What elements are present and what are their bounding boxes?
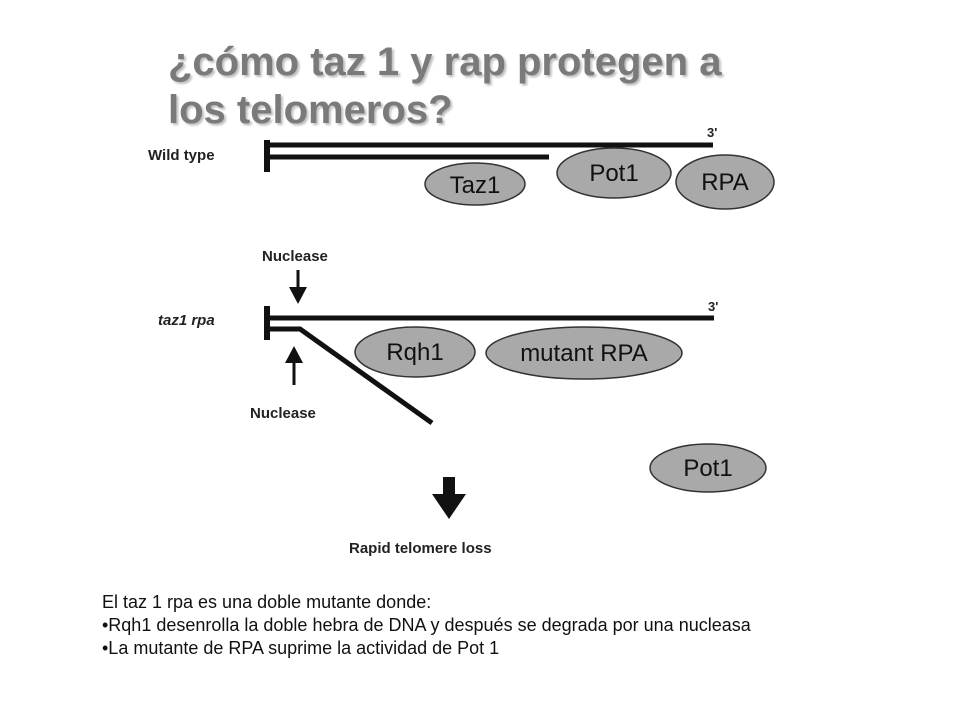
- mutant-rpa-protein: [485, 326, 683, 380]
- rqh1-protein: [354, 326, 476, 378]
- nuclease-label-bottom: Nuclease: [250, 405, 316, 422]
- rpa-protein: [675, 154, 775, 210]
- three-prime-label-mid: 3': [708, 299, 718, 314]
- three-prime-label-top: 3': [707, 125, 717, 140]
- pot1-protein-top: [556, 147, 672, 199]
- nuclease-arrow-bottom-head: [285, 346, 303, 363]
- pot1-protein-free: [649, 443, 767, 493]
- dna-strand-degraded: [267, 326, 434, 426]
- slide-title: ¿cómo taz 1 y rap protegen a los telomer…: [168, 38, 888, 134]
- caption-bullet-1: •Rqh1 desenrolla la doble hebra de DNA y…: [102, 615, 751, 635]
- caption-intro: El taz 1 rpa es una doble mutante donde:: [102, 592, 432, 612]
- rapid-telomere-loss-label: Rapid telomere loss: [349, 540, 492, 557]
- taz1-protein: [424, 162, 526, 206]
- wild-type-label: Wild type: [148, 147, 215, 164]
- rqh1-label: Rqh1: [386, 339, 443, 366]
- nuclease-label-top: Nuclease: [262, 248, 328, 265]
- pot1-label-free: Pot1: [683, 455, 732, 482]
- rpa-label: RPA: [701, 169, 749, 196]
- pot1-label-top: Pot1: [589, 160, 638, 187]
- nuclease-arrow-top-head: [289, 287, 307, 304]
- mutant-rpa-label: mutant RPA: [520, 340, 648, 367]
- taz1-label: Taz1: [450, 172, 501, 199]
- outcome-arrow-head: [432, 494, 466, 519]
- slide-title-line-2: los telomeros?: [168, 88, 453, 132]
- taz1-rpa-label: taz1 rpa: [158, 312, 215, 329]
- slide-title-line-1: ¿cómo taz 1 y rap protegen a: [168, 40, 722, 84]
- caption-text: El taz 1 rpa es una doble mutante donde:…: [102, 591, 822, 660]
- caption-bullet-2: •La mutante de RPA suprime la actividad …: [102, 638, 500, 658]
- outcome-arrow-shaft: [443, 477, 455, 497]
